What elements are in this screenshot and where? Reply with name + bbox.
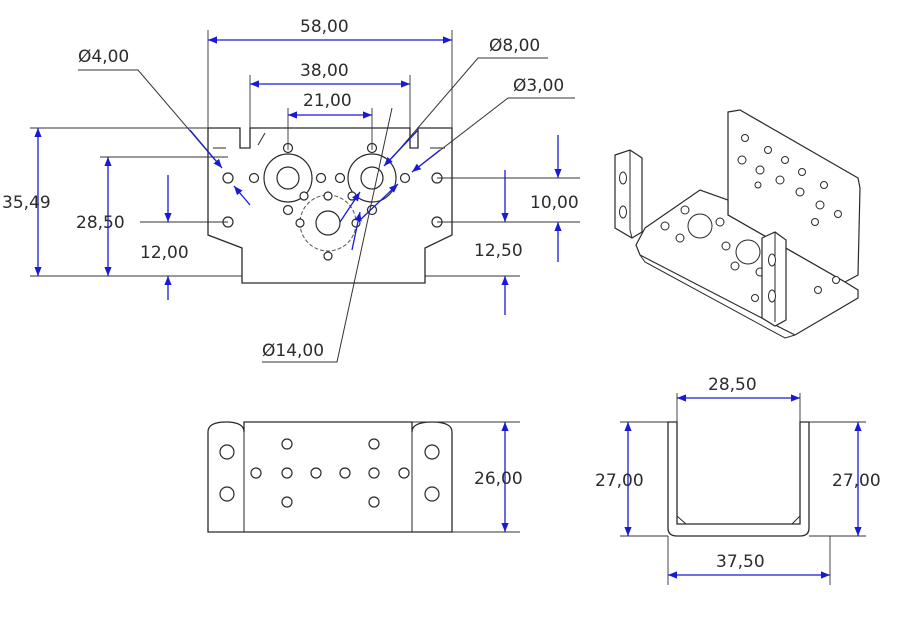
iso-left-ear (614, 149, 643, 239)
label-u-27-left: 27,00 (595, 471, 644, 491)
label-dia-3: Ø3,00 (513, 76, 564, 96)
u-profile-outline (667, 421, 810, 537)
label-35-49: 35,49 (2, 193, 51, 213)
label-38: 38,00 (300, 61, 349, 81)
front-view: 58,00 38,00 21,00 Ø8,00 Ø4,00 Ø3,00 35,4… (2, 17, 580, 363)
u-profile-view: 28,50 37,50 27,00 27,00 (595, 375, 881, 585)
label-12: 12,00 (140, 243, 189, 263)
label-28-50: 28,50 (76, 213, 125, 233)
isometric-view (614, 109, 861, 339)
front-small-holes (222, 142, 443, 261)
label-10: 10,00 (530, 193, 579, 213)
label-21: 21,00 (303, 91, 352, 111)
leader-dia-14 (262, 107, 393, 363)
side-holes (219, 438, 440, 508)
leader-dia-8 (391, 57, 548, 159)
label-26: 26,00 (474, 469, 523, 489)
side-view: 26,00 (207, 421, 523, 533)
iso-right-ear (761, 231, 787, 327)
label-dia-14: Ø14,00 (262, 341, 324, 361)
label-u-27-right: 27,00 (832, 471, 881, 491)
label-12-50: 12,50 (474, 241, 523, 261)
leader-dia-3 (411, 97, 575, 173)
leader-dia-4 (78, 69, 216, 161)
label-dia-4: Ø4,00 (78, 47, 129, 67)
label-u-28-50: 28,50 (708, 375, 757, 395)
label-58: 58,00 (300, 17, 349, 37)
label-u-37-50: 37,50 (716, 552, 765, 572)
label-dia-8: Ø8,00 (489, 36, 540, 56)
side-plate-outline (207, 421, 453, 533)
front-extension-lines (30, 30, 580, 277)
